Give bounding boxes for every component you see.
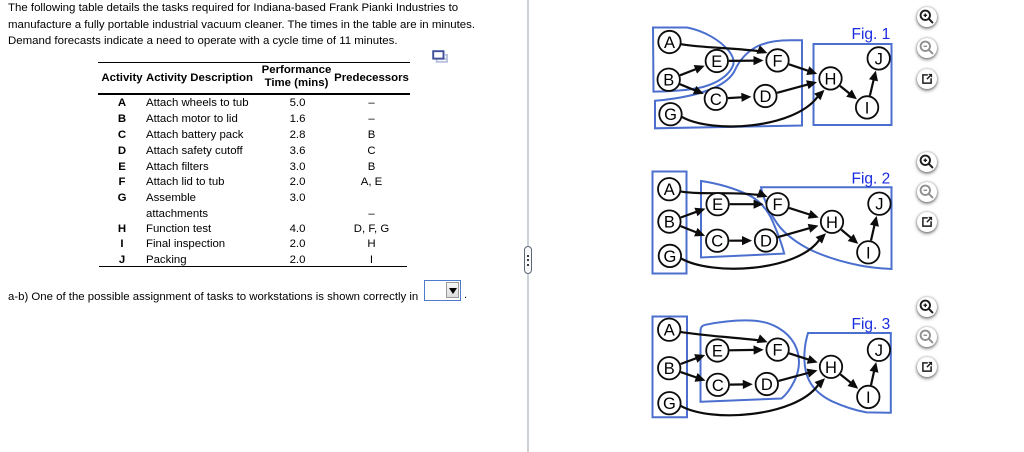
svg-text:C: C [712, 377, 724, 395]
svg-text:H: H [825, 70, 837, 88]
svg-text:G: G [663, 395, 676, 413]
svg-text:A: A [664, 322, 675, 340]
svg-text:G: G [663, 248, 676, 266]
svg-text:Fig. 3: Fig. 3 [852, 316, 891, 333]
svg-text:D: D [761, 376, 773, 394]
svg-text:J: J [875, 342, 883, 360]
svg-text:C: C [710, 91, 722, 109]
svg-text:D: D [759, 88, 771, 106]
svg-text:I: I [865, 99, 870, 117]
svg-text:A: A [664, 181, 675, 199]
svg-text:D: D [760, 233, 772, 251]
svg-text:Fig. 2: Fig. 2 [852, 171, 891, 188]
svg-text:E: E [712, 343, 723, 361]
svg-text:B: B [663, 72, 674, 90]
svg-text:E: E [712, 196, 723, 214]
svg-text:F: F [773, 342, 783, 360]
svg-text:G: G [664, 106, 677, 124]
svg-text:H: H [826, 214, 838, 232]
svg-text:H: H [825, 359, 837, 377]
svg-text:A: A [664, 34, 675, 52]
svg-text:F: F [772, 52, 782, 70]
svg-text:I: I [866, 244, 871, 262]
svg-text:J: J [875, 50, 883, 68]
svg-text:I: I [866, 389, 871, 407]
svg-text:E: E [711, 53, 722, 71]
svg-text:C: C [711, 233, 723, 251]
svg-text:B: B [664, 360, 675, 378]
svg-text:F: F [773, 196, 783, 214]
svg-text:J: J [875, 196, 883, 214]
svg-text:Fig. 1: Fig. 1 [852, 26, 891, 43]
svg-text:B: B [664, 214, 675, 232]
